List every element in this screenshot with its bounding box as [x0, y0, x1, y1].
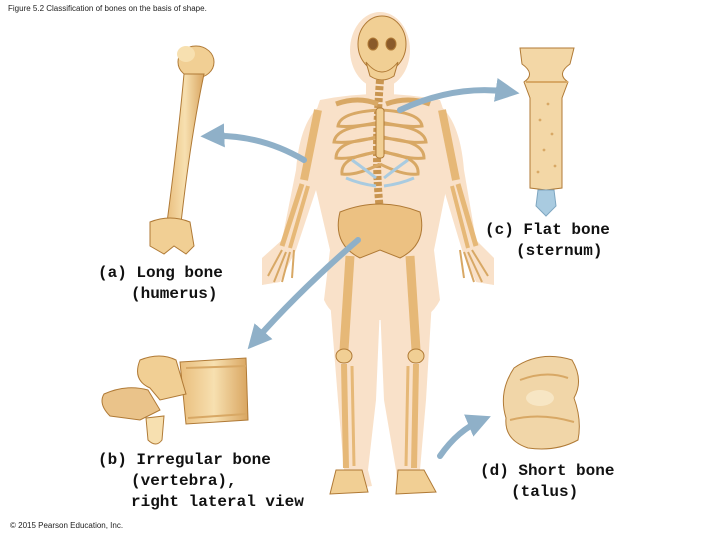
rib-cage [332, 108, 428, 176]
arrow-to-long-bone [200, 123, 307, 163]
label-short-bone: (d) Short bone (talus) [480, 461, 614, 503]
label-irregular-bone-title: (b) Irregular bone [98, 451, 271, 469]
skull [357, 15, 407, 73]
label-flat-bone: (c) Flat bone (sternum) [485, 220, 610, 262]
humerus-illustration [149, 45, 215, 255]
arrow-to-irregular-bone [247, 237, 361, 350]
label-irregular-bone-view: right lateral view [131, 493, 304, 511]
label-long-bone-title: (a) Long bone [98, 264, 223, 282]
pelvis [337, 203, 423, 259]
label-flat-bone-title: (c) Flat bone [485, 221, 610, 239]
label-irregular-bone: (b) Irregular bone (vertebra), right lat… [98, 450, 304, 513]
label-short-bone-example: (talus) [511, 483, 579, 501]
vertebra-illustration [101, 355, 249, 445]
talus-illustration [502, 355, 580, 450]
label-irregular-bone-example: (vertebra), [131, 472, 237, 490]
arrow-to-flat-bone [397, 78, 520, 113]
sternum-illustration [519, 47, 575, 217]
pointer-arrows [200, 78, 520, 459]
label-flat-bone-example: (sternum) [516, 242, 603, 260]
figure-caption: Figure 5.2 Classification of bones on th… [8, 4, 207, 13]
costal-cartilage [345, 158, 415, 188]
arrow-to-short-bone [437, 414, 491, 459]
label-long-bone: (a) Long bone (humerus) [98, 263, 223, 305]
skeleton [267, 15, 489, 495]
label-long-bone-example: (humerus) [131, 285, 218, 303]
copyright-notice: © 2015 Pearson Education, Inc. [10, 521, 124, 530]
label-short-bone-title: (d) Short bone [480, 462, 615, 480]
